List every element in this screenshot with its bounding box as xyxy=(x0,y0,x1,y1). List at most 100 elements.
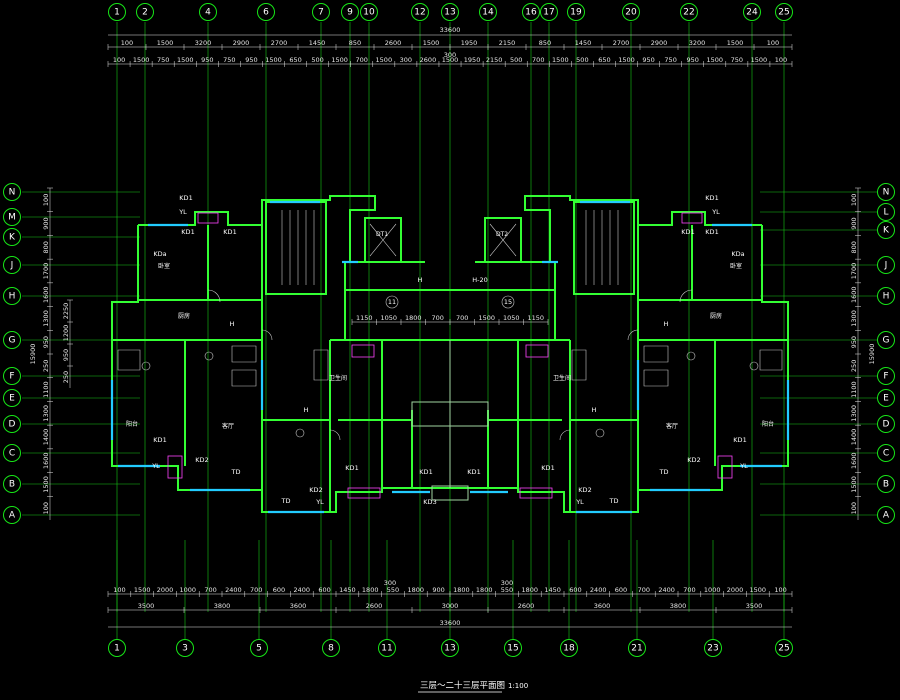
center-dim-row-value: 1500 xyxy=(478,314,495,322)
bottom-total-value: 33600 xyxy=(440,619,461,627)
right-total-value: 15900 xyxy=(868,344,876,365)
axis-bubble-right-G-label: G xyxy=(883,336,890,346)
top-dim-row2-value: 300 xyxy=(400,56,412,64)
axis-bubble-left-M-circle xyxy=(3,208,21,226)
section-marker-label: 11 xyxy=(388,298,396,306)
bottom-dim-row1-value: 700 xyxy=(204,586,216,594)
axis-bubble-top-9: 9 xyxy=(341,3,359,21)
right-dim-row-value: 1600 xyxy=(850,452,858,469)
axis-bubble-bottom-25-circle xyxy=(775,639,793,657)
top-dim-row2-value: 2600 xyxy=(420,56,437,64)
axis-bubble-bottom-8: 8 xyxy=(322,639,340,657)
axis-bubble-top-14-label: 14 xyxy=(482,8,494,18)
top-dim-row2-value: 100 xyxy=(113,56,125,64)
axis-bubble-top-2-circle xyxy=(136,3,154,21)
bottom-dim-row1-value: 1800 xyxy=(522,586,539,594)
axis-bubble-right-G-circle xyxy=(877,331,895,349)
axis-bubble-right-D: D xyxy=(877,415,895,433)
axis-bubble-bottom-18-label: 18 xyxy=(563,644,575,654)
axis-bubble-right-J: J xyxy=(877,256,895,274)
left-inner-dim-value: 250 xyxy=(62,371,70,383)
axis-bubble-right-C-circle xyxy=(877,444,895,462)
bottom-dim-row1-value: 1800 xyxy=(453,586,470,594)
bottom-dim-row2-value: 3800 xyxy=(670,602,687,610)
axis-bubble-top-7: 7 xyxy=(312,3,330,21)
axis-bubble-top-10-circle xyxy=(360,3,378,21)
axis-bubble-top-20-circle xyxy=(622,3,640,21)
axis-bubble-top-6-circle xyxy=(257,3,275,21)
axis-bubble-left-G: G xyxy=(3,331,21,349)
left-dim-row-value: 1600 xyxy=(42,452,50,469)
axis-bubble-top-13-label: 13 xyxy=(444,8,455,18)
top-dim-row2-value: 1500 xyxy=(751,56,768,64)
top-dim-row2-value: 1500 xyxy=(177,56,194,64)
level-marker: H xyxy=(418,276,423,284)
room-label: 客厅 xyxy=(666,422,678,430)
top-dim-row1-value: 1500 xyxy=(727,39,744,47)
axis-bubble-right-J-circle xyxy=(877,256,895,274)
door-code: KD1 xyxy=(705,228,718,236)
axis-bubble-top-19: 19 xyxy=(567,3,585,21)
axis-bubble-bottom-23: 23 xyxy=(704,639,722,657)
bottom-dim-row1-value: 100 xyxy=(774,586,786,594)
door-code: KDa xyxy=(731,250,744,258)
top-dim-row2-value: 950 xyxy=(642,56,654,64)
top-dim-row2-value: 1500 xyxy=(707,56,724,64)
bottom-dim-row1-value: 1500 xyxy=(750,586,767,594)
axis-bubble-right-K: K xyxy=(877,221,895,239)
level-marker: H xyxy=(664,320,669,328)
axis-bubble-top-19-label: 19 xyxy=(570,8,582,18)
axis-bubble-bottom-5-circle xyxy=(250,639,268,657)
top-dim-row2-value: 650 xyxy=(289,56,301,64)
top-dim-row1-value: 1500 xyxy=(157,39,174,47)
axis-bubble-bottom-21: 21 xyxy=(628,639,646,657)
building-walls xyxy=(111,195,789,513)
bottom-dim-row2-value: 3600 xyxy=(594,602,611,610)
bottom-dim-row1-value: 550 xyxy=(501,586,513,594)
right-dim-row-value: 1300 xyxy=(850,405,858,422)
bottom-dim-row1-value: 1000 xyxy=(704,586,721,594)
axis-bubble-bottom-15-circle xyxy=(504,639,522,657)
drawing-title-block: 三层～二十三层平面图 1:100 xyxy=(418,680,528,693)
top-dim-row1-value: 3200 xyxy=(195,39,212,47)
elevator-label: DT1 xyxy=(376,231,388,238)
axis-bubble-bottom-3-label: 3 xyxy=(182,644,188,654)
axis-bubble-left-A: A xyxy=(3,506,21,524)
axis-bubble-top-6: 6 xyxy=(257,3,275,21)
axis-bubble-top-25-circle xyxy=(775,3,793,21)
level-marker: H xyxy=(230,320,235,328)
window-code: YL xyxy=(315,498,324,506)
door-code: KD1 xyxy=(733,436,746,444)
center-dim-row-value: 700 xyxy=(456,314,468,322)
bottom-dim-row1-value: 600 xyxy=(273,586,285,594)
axis-bubble-left-C: C xyxy=(3,444,21,462)
right-dim-row-value: 1500 xyxy=(850,476,858,493)
axis-bubble-right-C-label: C xyxy=(883,449,889,459)
axis-bubble-right-B-label: B xyxy=(883,480,889,490)
top-dim-row2-value: 1950 xyxy=(464,56,481,64)
window-code: TD xyxy=(659,468,669,476)
axis-bubble-top-9-label: 9 xyxy=(347,8,353,18)
bottom-dim-row2-value: 3500 xyxy=(746,602,763,610)
axis-bubble-right-C: C xyxy=(877,444,895,462)
axis-bubble-right-E: E xyxy=(877,389,895,407)
axis-bubble-top-16-circle xyxy=(522,3,540,21)
axis-bubble-right-L-label: L xyxy=(883,208,888,218)
axis-bubble-left-A-circle xyxy=(3,506,21,524)
window-code: YL xyxy=(178,208,187,216)
center-dim-row-value: 1050 xyxy=(503,314,520,322)
axis-bubble-top-2: 2 xyxy=(136,3,154,21)
axis-bubble-top-22-label: 22 xyxy=(683,8,694,18)
level-marker: H-20 xyxy=(472,276,488,284)
bottom-dim-row1-value: 100 xyxy=(113,586,125,594)
axis-bubble-top-7-label: 7 xyxy=(318,8,324,18)
axis-bubble-left-J-label: J xyxy=(10,261,14,271)
bottom-300b-value: 300 xyxy=(501,579,513,587)
axis-bubble-top-20-label: 20 xyxy=(625,8,637,18)
door-code: KD1 xyxy=(179,194,192,202)
axis-bubble-right-H: H xyxy=(877,287,895,305)
bottom-dim-row1-value: 1450 xyxy=(544,586,561,594)
window-code: TD xyxy=(609,497,619,505)
axis-bubble-left-J-circle xyxy=(3,256,21,274)
